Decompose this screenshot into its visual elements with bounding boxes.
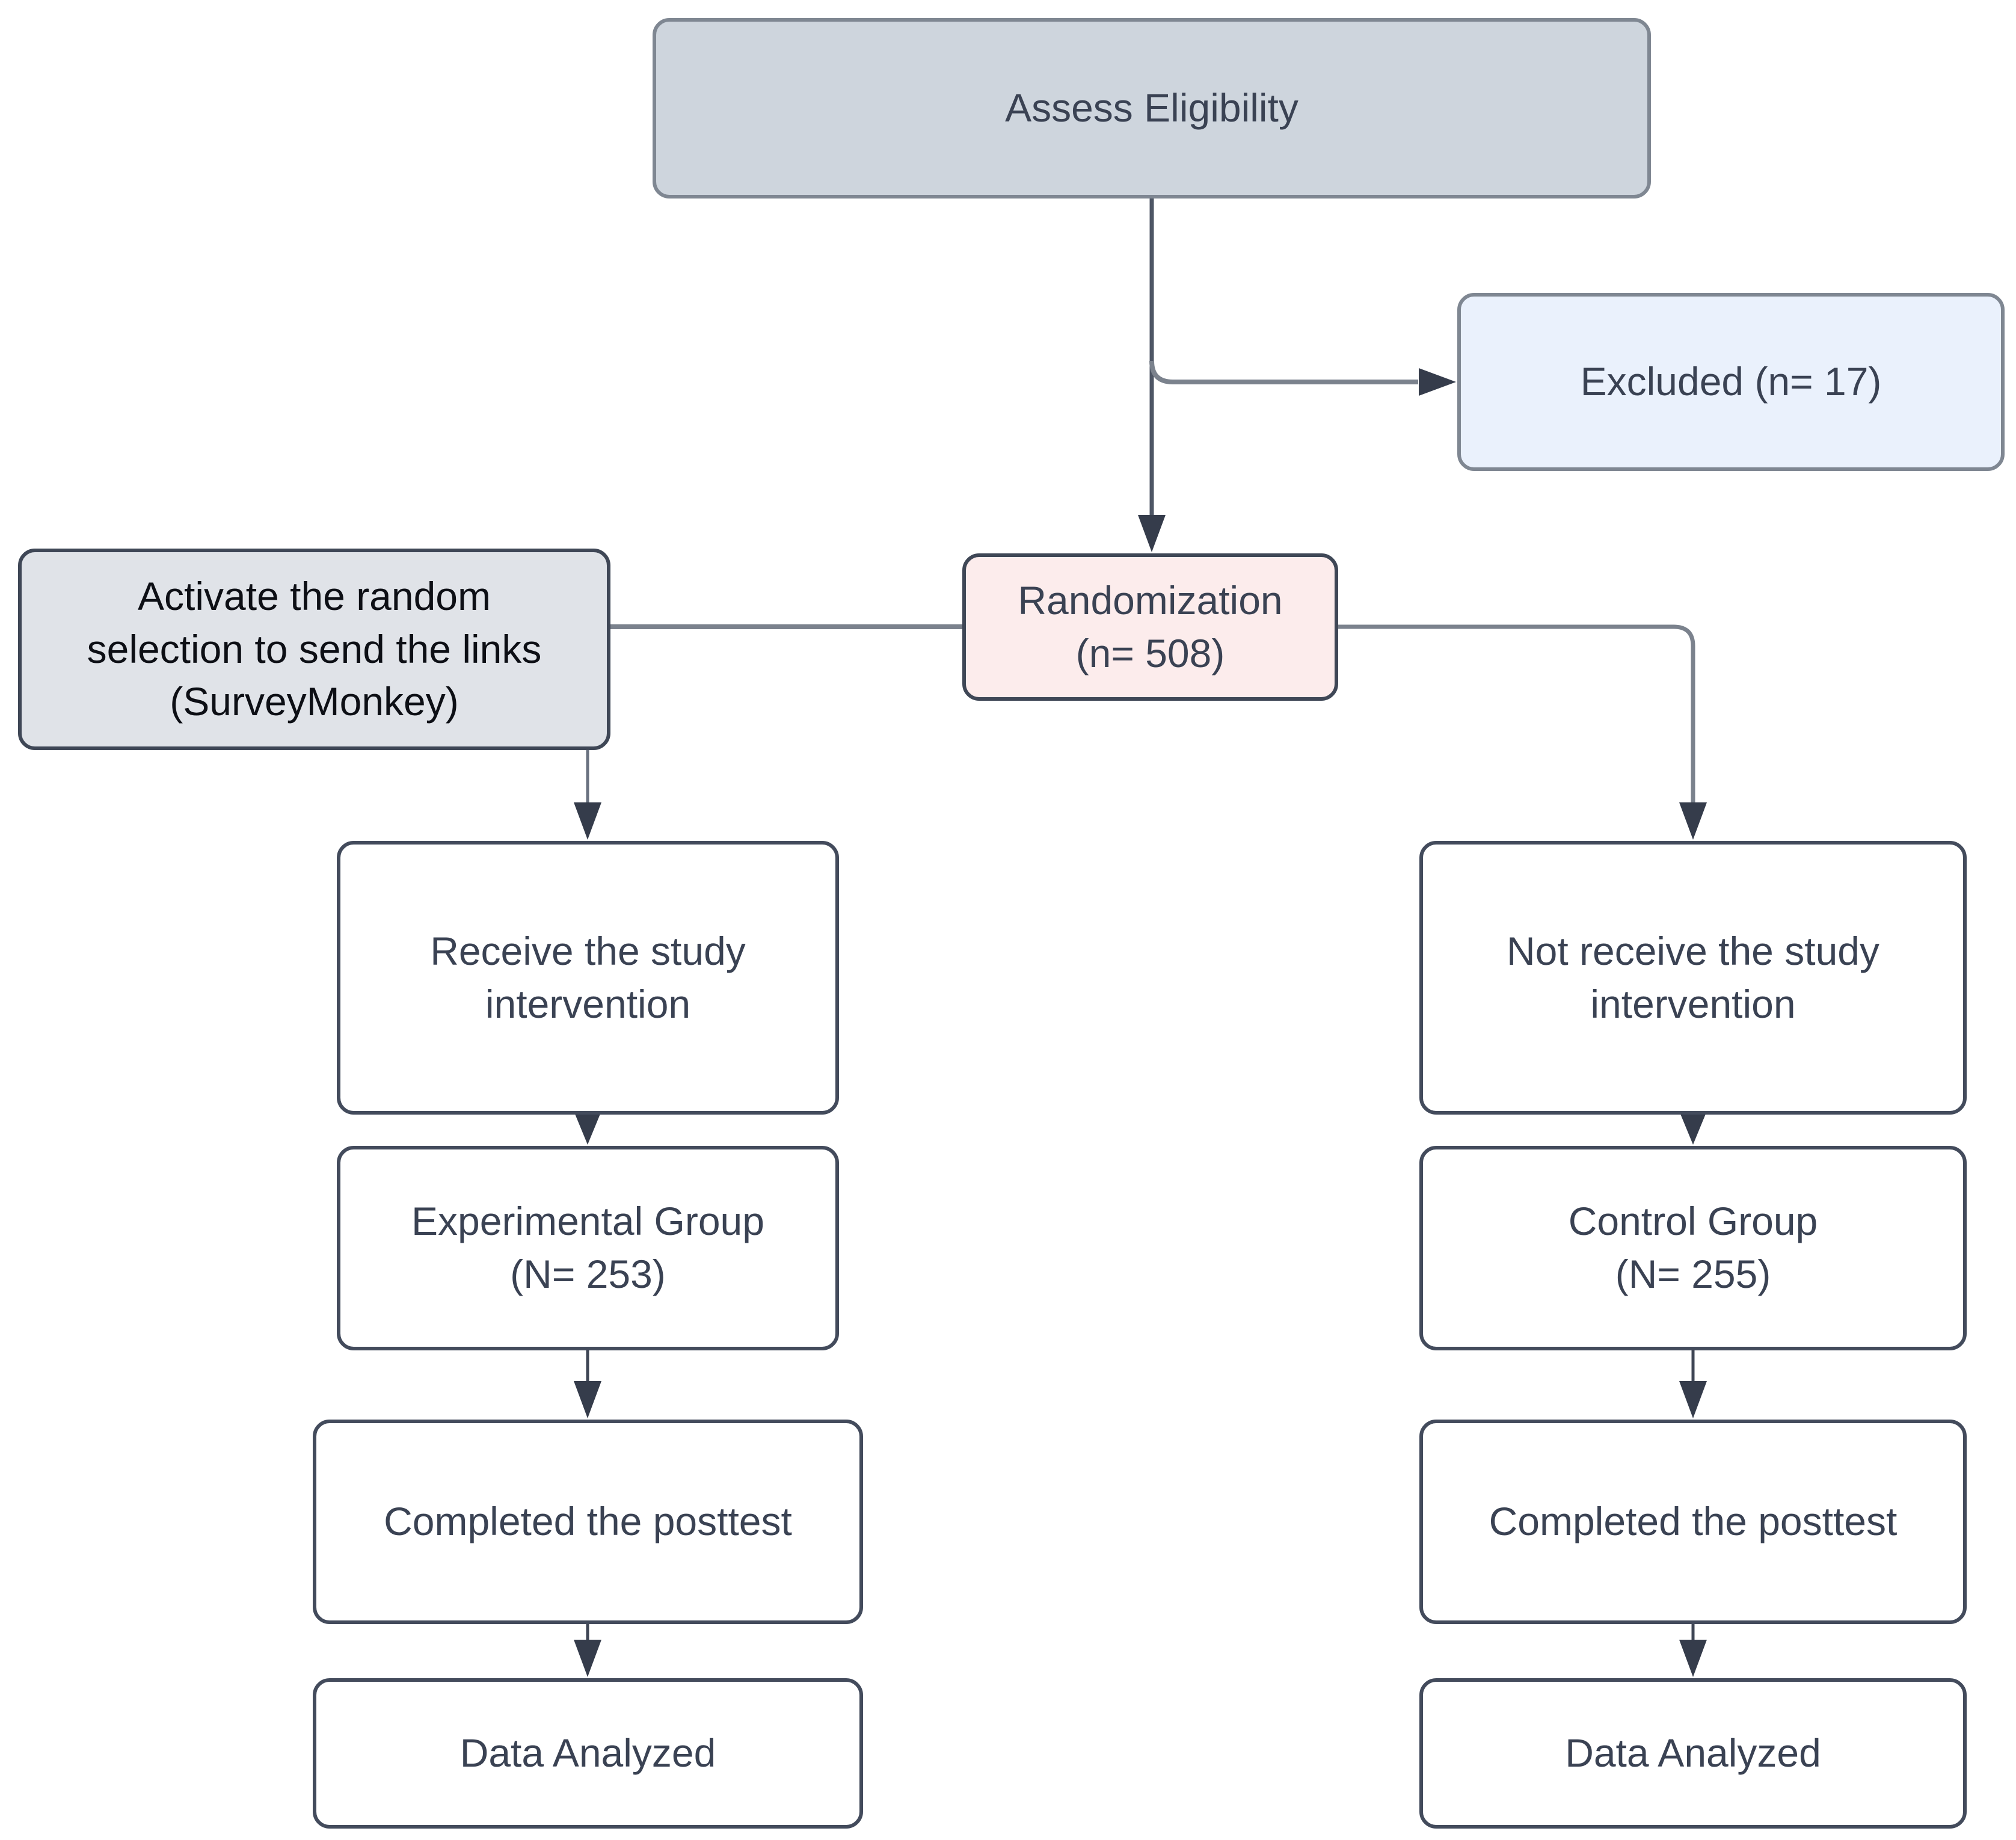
- node-completed-posttest-experimental: Completed the posttest: [313, 1420, 863, 1624]
- node-experimental-group-label: Experimental Group (N= 253): [411, 1199, 764, 1296]
- node-not-receive-intervention-label: Not receive the study intervention: [1507, 928, 1879, 1026]
- edge-assess-excluded-arrowhead: [1419, 368, 1456, 396]
- node-assess-eligibility-label: Assess Eligibility: [1005, 85, 1298, 131]
- node-experimental-group: Experimental Group (N= 253): [337, 1146, 839, 1350]
- node-data-analyzed-control-label: Data Analyzed: [1565, 1731, 1821, 1776]
- node-excluded-label: Excluded (n= 17): [1580, 359, 1882, 404]
- node-data-analyzed-experimental-label: Data Analyzed: [459, 1731, 716, 1776]
- node-activate-random-selection-label: Activate the random selection to send th…: [87, 573, 542, 724]
- edge-completed-data-right-arrowhead: [1679, 1640, 1707, 1677]
- node-assess-eligibility: Assess Eligibility: [653, 18, 1651, 198]
- edge-assess-excluded-line: [1149, 360, 1418, 384]
- node-completed-posttest-control-label: Completed the posttest: [1489, 1499, 1898, 1544]
- node-receive-intervention: Receive the study intervention: [337, 841, 839, 1115]
- node-control-group: Control Group (N= 255): [1419, 1146, 1967, 1350]
- node-completed-posttest-experimental-label: Completed the posttest: [384, 1499, 792, 1544]
- node-activate-random-selection: Activate the random selection to send th…: [18, 549, 610, 750]
- node-data-analyzed-experimental: Data Analyzed: [313, 1678, 863, 1829]
- node-randomization-label: Randomization (n= 508): [1018, 577, 1283, 675]
- edge-randomization-notreceive-line: [1338, 624, 1695, 808]
- edge-receive-experimental-arrowhead: [575, 1114, 600, 1145]
- node-completed-posttest-control: Completed the posttest: [1419, 1420, 1967, 1624]
- edge-assess-randomization-arrowhead: [1138, 515, 1166, 552]
- node-control-group-label: Control Group (N= 255): [1568, 1199, 1818, 1296]
- node-not-receive-intervention: Not receive the study intervention: [1419, 841, 1967, 1115]
- edge-completed-data-left-arrowhead: [574, 1640, 601, 1677]
- edge-experimental-completed-arrowhead: [574, 1381, 601, 1418]
- edge-notreceive-control-arrowhead: [1680, 1114, 1706, 1145]
- edge-activate-receive-arrowhead: [574, 802, 601, 840]
- node-randomization: Randomization (n= 508): [962, 553, 1338, 701]
- node-excluded: Excluded (n= 17): [1457, 293, 2005, 471]
- node-data-analyzed-control: Data Analyzed: [1419, 1678, 1967, 1829]
- node-receive-intervention-label: Receive the study intervention: [430, 928, 746, 1026]
- edge-control-completed-arrowhead: [1679, 1381, 1707, 1418]
- edge-randomization-notreceive-arrowhead: [1679, 802, 1707, 840]
